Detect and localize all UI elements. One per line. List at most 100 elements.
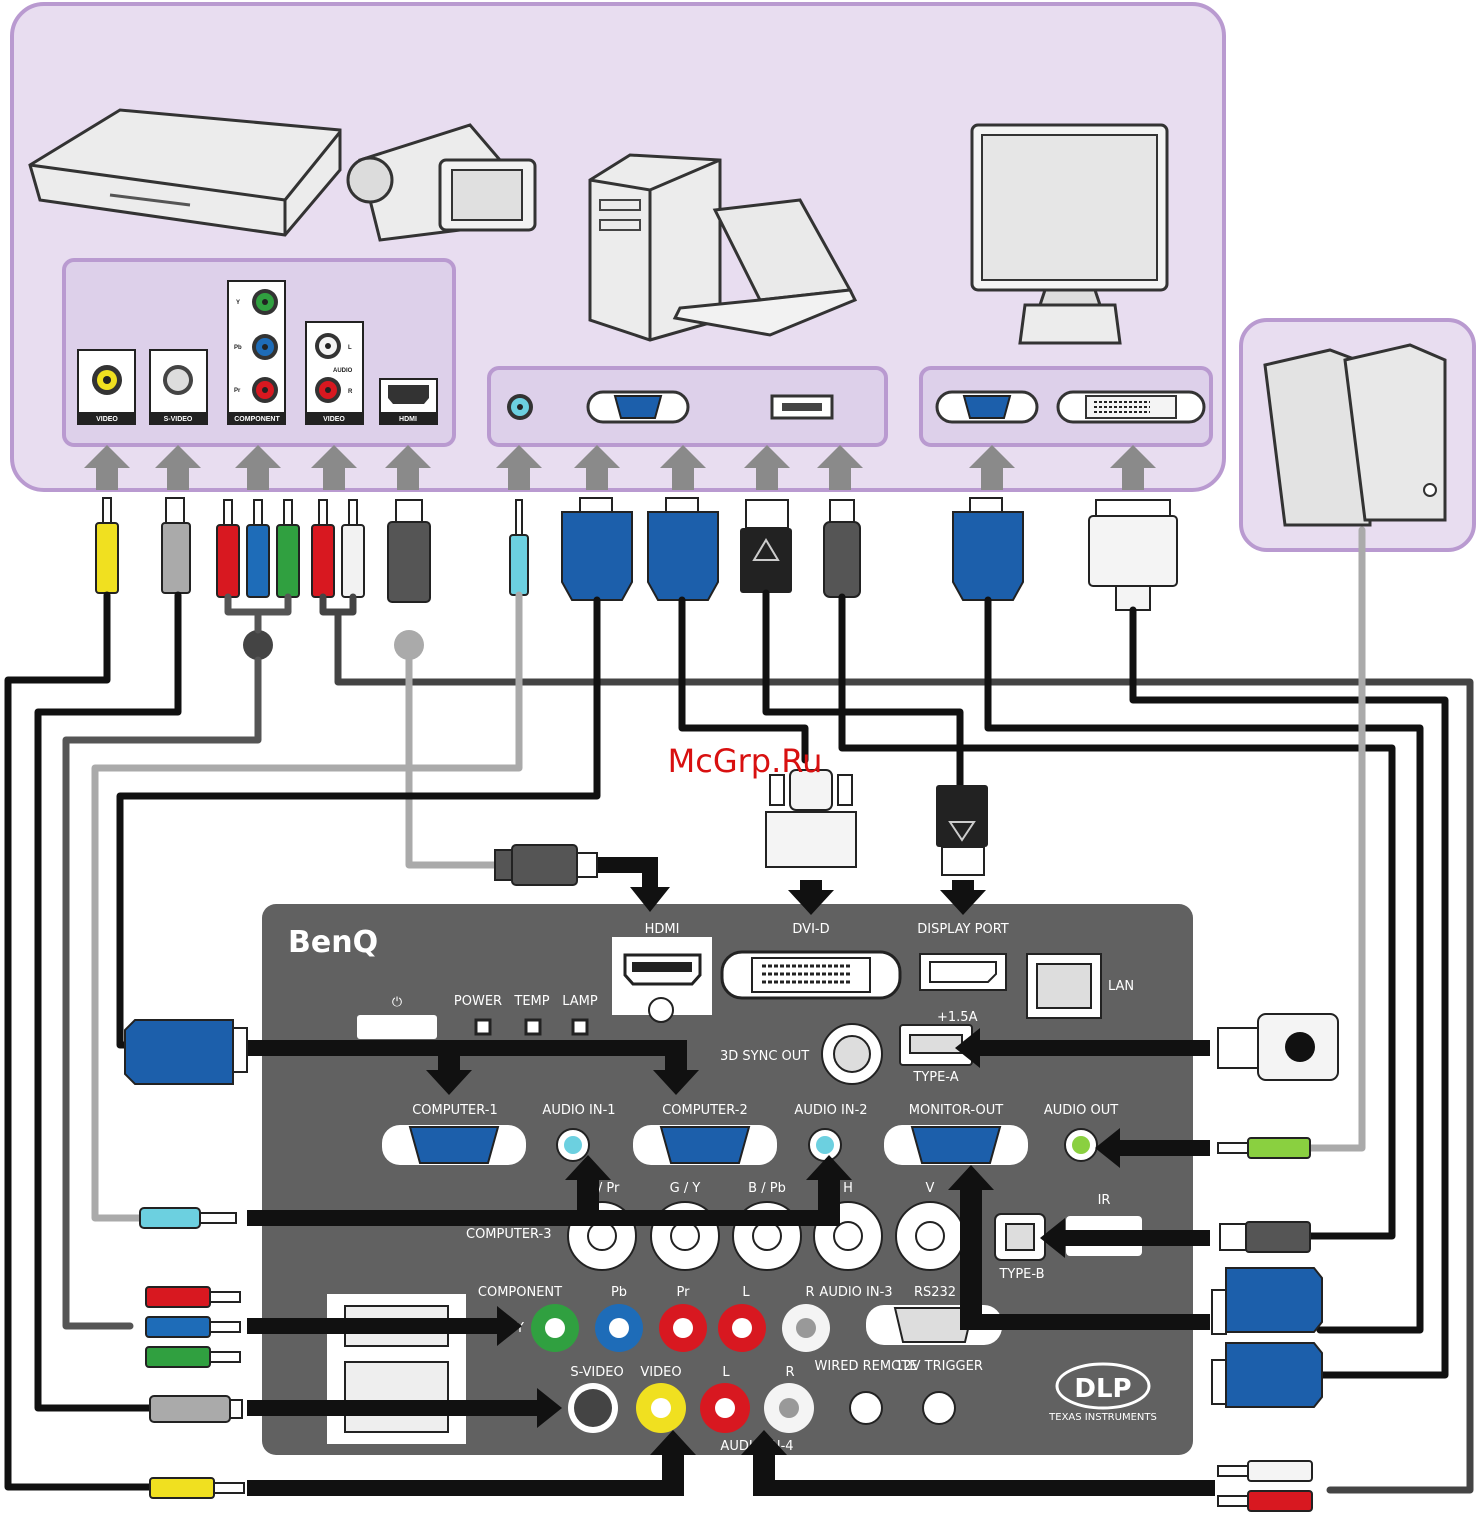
power-indicator	[474, 1018, 492, 1036]
projector-labels: HDMI DVI-D DISPLAY PORT LAN ⏻ POWER TEMP…	[392, 922, 1134, 1454]
svg-text:3D SYNC OUT: 3D SYNC OUT	[720, 1049, 809, 1064]
projector-lan-port[interactable]	[1026, 953, 1102, 1019]
12v-trigger-port[interactable]	[922, 1391, 956, 1425]
3d-sync-out-port[interactable]	[821, 1023, 883, 1085]
vga-plugs-right	[1211, 1267, 1323, 1408]
svg-text:WIRED REMOTE: WIRED REMOTE	[815, 1359, 918, 1374]
pc-displayport-port	[770, 394, 834, 420]
projector-hdmi-port[interactable]	[612, 937, 712, 1023]
pc-audio-jack	[507, 394, 533, 420]
lamp-indicator	[571, 1018, 589, 1036]
svg-text:B / Pb: B / Pb	[748, 1181, 786, 1196]
projector-displayport-port[interactable]	[919, 953, 1007, 991]
source-svideo-jack: S-VIDEO	[149, 349, 208, 425]
hdmi-plug-top	[387, 499, 431, 660]
svg-text:Y: Y	[515, 1321, 524, 1336]
svg-text:DLP: DLP	[1074, 1374, 1131, 1404]
audio-rca-plugs-right	[1217, 1460, 1313, 1512]
svg-text:H: H	[843, 1181, 853, 1196]
svideo-port[interactable]	[568, 1383, 618, 1433]
usb-dongle-right	[1217, 1013, 1339, 1081]
svg-text:AUDIO IN-1: AUDIO IN-1	[542, 1103, 615, 1118]
audio-in-2-port[interactable]	[808, 1128, 842, 1162]
benq-logo: BenQ	[288, 925, 378, 960]
svg-text:VIDEO: VIDEO	[640, 1365, 681, 1380]
svg-text:POWER: POWER	[454, 994, 502, 1009]
svg-text:TEMP: TEMP	[513, 994, 549, 1009]
audio-out-port[interactable]	[1064, 1128, 1098, 1162]
wired-remote-port[interactable]	[849, 1391, 883, 1425]
vga-plug-top-3	[952, 497, 1024, 601]
hdmi-plug-mid	[494, 844, 598, 886]
power-socket	[327, 1294, 466, 1444]
svg-text:Pr: Pr	[677, 1285, 691, 1300]
temp-indicator	[524, 1018, 542, 1036]
svg-text:COMPONENT: COMPONENT	[478, 1285, 562, 1300]
video-port[interactable]	[636, 1383, 686, 1433]
vga-plug-left	[124, 1019, 248, 1085]
svg-text:AUDIO IN-3: AUDIO IN-3	[819, 1285, 892, 1300]
dvi-plug-mid	[765, 769, 857, 868]
source-video-label: VIDEO	[96, 416, 118, 423]
svg-text:12V TRIGGER: 12V TRIGGER	[895, 1359, 983, 1374]
svg-text:V: V	[926, 1181, 935, 1196]
svg-text:DISPLAY PORT: DISPLAY PORT	[917, 922, 1009, 937]
audio-rca-plugs-top	[311, 499, 365, 598]
vga-plug-top-2	[647, 497, 719, 601]
audio-mini-plug-left	[139, 1207, 237, 1229]
speakers-icon	[1263, 343, 1447, 527]
pc-vga-port	[586, 390, 690, 424]
source-video2-label: VIDEO	[323, 416, 345, 423]
input-arrows	[247, 857, 1215, 1496]
monitor-dvi-port	[1056, 390, 1206, 424]
power-button[interactable]	[357, 1015, 437, 1039]
source-hdmi-label: HDMI	[399, 416, 417, 423]
source-y-label: Y	[236, 300, 240, 306]
svg-text:COMPUTER-3: COMPUTER-3	[466, 1227, 552, 1242]
audio-in-1-port[interactable]	[556, 1128, 590, 1162]
audio-mini-plug-top	[509, 499, 529, 596]
camcorder-icon	[346, 123, 537, 242]
monitor-out-port[interactable]	[884, 1125, 1028, 1165]
svg-text:TYPE-A: TYPE-A	[912, 1070, 958, 1085]
svg-text:COMPUTER-1: COMPUTER-1	[412, 1103, 498, 1118]
svg-text:Pb: Pb	[611, 1285, 627, 1300]
video-plug-left	[149, 1477, 245, 1499]
usb-type-a-port[interactable]	[899, 1024, 973, 1066]
laptop-icon	[672, 198, 858, 337]
computer-2-port[interactable]	[633, 1125, 777, 1165]
usb-b-plug-right	[1219, 1221, 1311, 1253]
svg-text:HDMI: HDMI	[645, 922, 680, 937]
source-audio-label: AUDIO	[333, 368, 353, 374]
usb-type-b-port[interactable]	[994, 1213, 1046, 1261]
dvi-plug-top	[1088, 499, 1178, 611]
projector-dvi-port[interactable]	[720, 950, 902, 1000]
watermark-text: McGrp.Ru	[668, 742, 823, 780]
svg-text:COMPUTER-2: COMPUTER-2	[662, 1103, 748, 1118]
component-ports[interactable]	[531, 1304, 707, 1352]
monitor-icon	[970, 123, 1169, 345]
displayport-plug-mid	[936, 785, 988, 876]
vga-plug-top-1	[561, 497, 633, 601]
svg-text:AUDIO OUT: AUDIO OUT	[1044, 1103, 1118, 1118]
source-audio-jacks: AUDIO L R VIDEO	[305, 321, 364, 425]
svg-text:L: L	[742, 1285, 750, 1300]
computer-1-port[interactable]	[382, 1125, 526, 1165]
audio-in-4-ports[interactable]	[700, 1383, 814, 1433]
svg-text:DVI-D: DVI-D	[792, 922, 829, 937]
svg-text:+1.5A: +1.5A	[937, 1010, 978, 1025]
displayport-plug-top	[740, 499, 792, 593]
svideo-plug-top	[161, 497, 191, 594]
svg-text:LAN: LAN	[1108, 979, 1134, 994]
source-audio-r-label: R	[348, 389, 353, 395]
svg-text:R: R	[805, 1285, 814, 1300]
svideo-plug-left	[149, 1395, 243, 1423]
audio-in-3-ports[interactable]	[718, 1304, 830, 1352]
dlp-logo: DLP TEXAS INSTRUMENTS	[1048, 1362, 1157, 1423]
svg-text:RS232: RS232	[914, 1285, 956, 1300]
source-audio-l-label: L	[348, 345, 352, 351]
svg-text:⏻: ⏻	[392, 995, 402, 1010]
component-plugs-top	[216, 499, 300, 660]
audio-out-plug-right	[1217, 1137, 1311, 1159]
component-plugs-left	[145, 1286, 241, 1368]
